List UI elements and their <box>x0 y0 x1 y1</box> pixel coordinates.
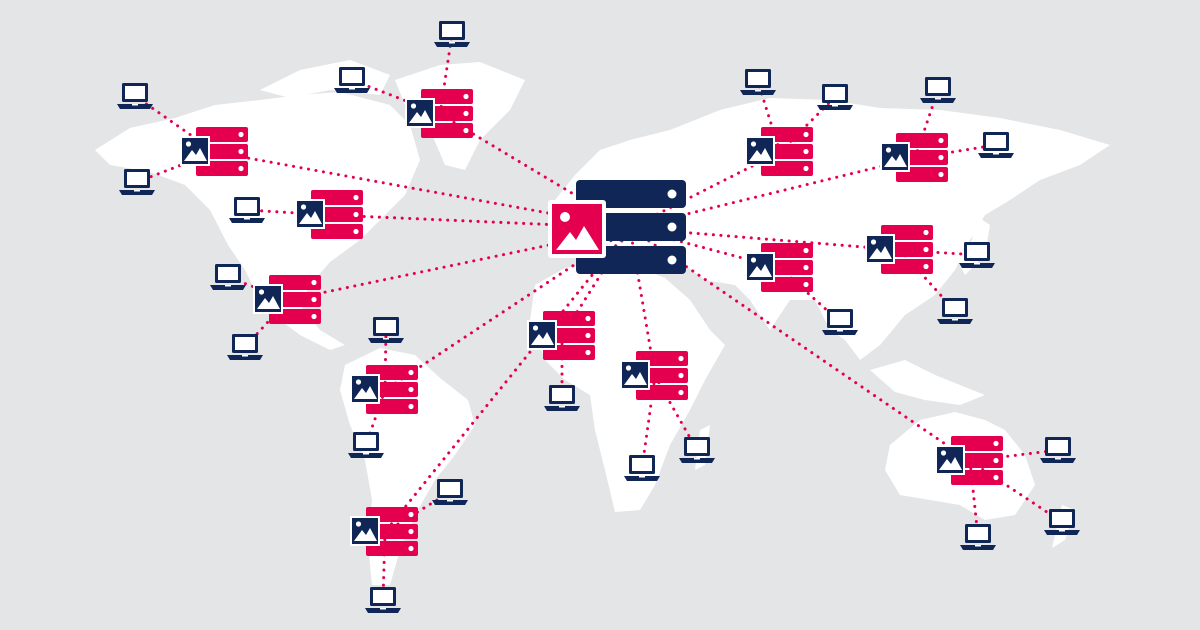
dotted-connection <box>328 213 632 230</box>
eurasia <box>555 98 1110 360</box>
laptop-icon <box>978 132 1014 158</box>
laptop-icon <box>365 587 401 613</box>
laptop-icon <box>434 21 470 47</box>
laptop-icon <box>117 83 153 109</box>
southeast-asia-islands <box>870 360 985 405</box>
laptop-icon <box>920 77 956 103</box>
dotted-connection <box>968 459 980 539</box>
laptop-icon <box>348 432 384 458</box>
laptop-icon <box>334 67 370 93</box>
dotted-connection <box>628 226 972 463</box>
laptop-icon <box>960 524 996 550</box>
laptop-icon <box>679 437 715 463</box>
dotted-connection <box>898 248 979 257</box>
laptop-icon <box>959 242 995 268</box>
dotted-connection <box>778 95 837 154</box>
dotted-connection <box>438 32 454 116</box>
laptop-icon <box>227 334 263 360</box>
laptop-icon <box>1044 509 1080 535</box>
edge-server-icon <box>350 507 418 556</box>
dotted-connection <box>286 226 632 302</box>
laptop-icon <box>822 309 858 335</box>
dotted-connection <box>628 150 782 230</box>
dotted-connection <box>628 156 917 230</box>
dotted-connection <box>628 226 657 378</box>
laptop-icon <box>1040 437 1076 463</box>
laptop-icon <box>432 479 468 505</box>
laptop-icon <box>229 197 265 223</box>
dotted-connection <box>913 143 998 160</box>
laptop-icon <box>817 84 853 110</box>
dotted-connection <box>383 226 632 534</box>
dotted-connection <box>364 388 387 447</box>
laptop-icon <box>210 264 246 290</box>
laptop-icon <box>119 169 155 195</box>
laptop-icon <box>624 455 660 481</box>
laptop-icon <box>544 385 580 411</box>
dotted-connection <box>383 328 388 392</box>
laptop-icon <box>368 317 404 343</box>
dotted-connection <box>383 226 632 392</box>
laptop-icon <box>740 69 776 95</box>
dotted-connection <box>968 459 1064 524</box>
laptop-icon <box>937 298 973 324</box>
arctic-islands <box>260 60 390 98</box>
